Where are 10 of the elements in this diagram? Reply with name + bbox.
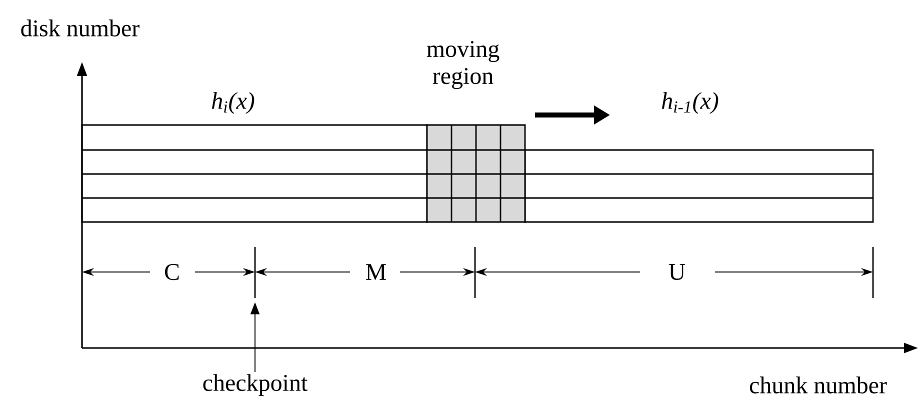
axis-label: disk number: [21, 20, 140, 36]
curve-label: h$_{i}$(x): [212, 92, 254, 114]
annotation-text: checkpoint: [203, 374, 308, 396]
curve-label: h$_{i-1}$(x): [662, 92, 718, 114]
dimension-label: U: [668, 264, 686, 280]
dimension-label: C: [165, 264, 179, 280]
dimension-label: M: [366, 264, 386, 280]
axis-label: chunk number: [750, 376, 887, 394]
region-label: moving region: [426, 40, 500, 90]
dimension-tick: [254, 247, 256, 298]
